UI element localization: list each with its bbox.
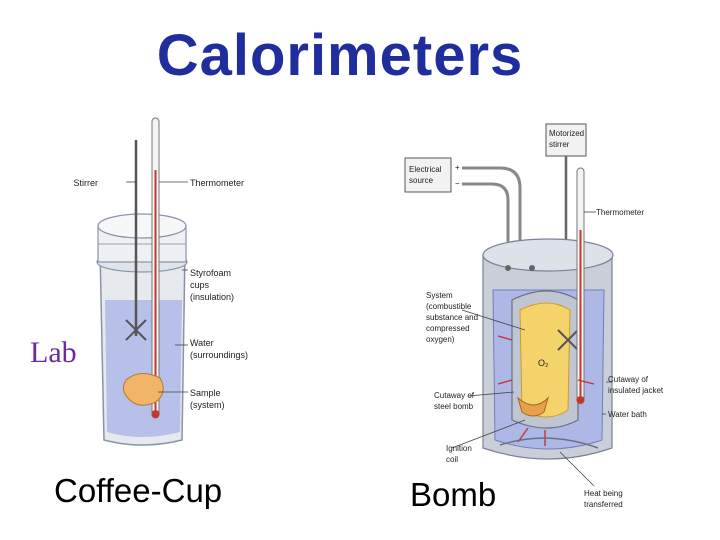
label-heat-1: Heat being bbox=[584, 489, 623, 498]
label-minus: − bbox=[455, 179, 460, 188]
label-steel-bomb-2: steel bomb bbox=[434, 402, 474, 411]
label-ignition-2: coil bbox=[446, 455, 458, 464]
label-heat-2: transferred bbox=[584, 500, 623, 509]
coffee-cup-calorimeter: Stirrer Thermometer Styrofoam cups (insu… bbox=[74, 117, 248, 446]
electrical-source-box bbox=[404, 157, 452, 193]
label-jacket-1: Cutaway of bbox=[608, 375, 649, 384]
label-water-bath: Water bath bbox=[608, 410, 647, 419]
label-jacket-2: insulated jacket bbox=[608, 386, 664, 395]
sample bbox=[122, 373, 164, 406]
motorized-stirrer-box bbox=[545, 123, 587, 157]
label-electrical-2: source bbox=[409, 176, 434, 185]
cup-lid bbox=[97, 213, 187, 239]
label-cups-2: cups bbox=[190, 280, 210, 290]
heat-arrows bbox=[497, 335, 595, 446]
label-sample-1: Sample bbox=[190, 388, 221, 398]
label-system-1: System bbox=[426, 291, 453, 300]
caption-coffee-cup: Coffee-Cup bbox=[54, 472, 223, 509]
label-cups-3: (insulation) bbox=[190, 292, 234, 302]
label-system-3: substance and bbox=[426, 313, 478, 322]
label-cups-1: Styrofoam bbox=[190, 268, 231, 278]
label-thermometer: Thermometer bbox=[190, 178, 244, 188]
label-system-5: oxygen) bbox=[426, 335, 455, 344]
sample-cup bbox=[517, 396, 550, 417]
water-region bbox=[105, 300, 182, 437]
label-water-1: Water bbox=[190, 338, 214, 348]
label-electrical-1: Electrical bbox=[409, 165, 442, 174]
label-ignition-1: Ignition bbox=[446, 444, 472, 453]
label-sample-2: (system) bbox=[190, 400, 225, 410]
page-title: Calorimeters bbox=[156, 23, 524, 88]
label-system-4: compressed bbox=[426, 324, 470, 333]
label-water-2: (surroundings) bbox=[190, 350, 248, 360]
label-system-2: (combustible bbox=[426, 302, 472, 311]
label-bomb-thermometer: Thermometer bbox=[596, 208, 644, 217]
bomb-calorimeter: Motorized stirrer Electrical source + − … bbox=[404, 123, 664, 509]
label-stirrer: Stirrer bbox=[74, 178, 99, 188]
jacket-lid bbox=[482, 238, 614, 272]
stirrer-paddle bbox=[125, 319, 147, 341]
label-steel-bomb-1: Cutaway of bbox=[434, 391, 475, 400]
label-o2: O₂ bbox=[538, 358, 549, 368]
lab-link[interactable]: Lab bbox=[30, 336, 77, 369]
label-plus: + bbox=[455, 163, 460, 172]
label-motorized-1: Motorized bbox=[549, 129, 584, 138]
caption-bomb: Bomb bbox=[410, 476, 497, 513]
label-motorized-2: stirrer bbox=[549, 140, 570, 149]
